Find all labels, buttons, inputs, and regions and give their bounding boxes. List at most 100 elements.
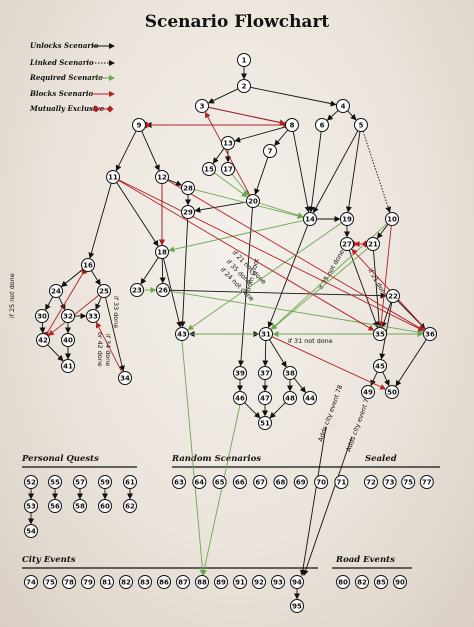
city-event-88-label: 88 [197, 579, 207, 587]
scenario-node-20-label: 20 [248, 198, 258, 206]
personal-quest-53-label: 53 [26, 503, 36, 511]
personal-quest-57-label: 57 [75, 479, 85, 487]
scenario-node-5: 5 [354, 118, 368, 132]
sealed-77: 77 [419, 475, 434, 489]
city-event-93-label: 93 [273, 579, 283, 587]
edge-18-23 [140, 257, 159, 285]
scenario-node-41: 41 [61, 359, 75, 373]
random-scenario-68-label: 68 [276, 479, 286, 487]
road-event-90: 90 [393, 575, 407, 589]
scenario-node-43-label: 43 [177, 331, 187, 339]
edge-22-45 [379, 302, 393, 360]
edge-11-36 [118, 179, 425, 332]
scenario-node-15-label: 15 [204, 166, 214, 174]
edge-9-12 [141, 130, 160, 172]
scenario-node-23-circle [130, 283, 144, 297]
section-title-personal-quests: Personal Quests [21, 454, 99, 464]
scenario-node-3-circle [195, 99, 209, 113]
scenario-node-46-circle [233, 391, 247, 405]
scenario-node-21-circle [366, 237, 380, 251]
city-event-81-circle [100, 575, 114, 589]
scenario-node-13: 13 [221, 136, 235, 150]
scenario-node-25: 25 [97, 284, 111, 298]
random-scenario-69: 69 [293, 475, 308, 489]
edge-12-28 [167, 179, 183, 186]
scenario-node-18-label: 18 [157, 249, 167, 257]
random-scenario-68-circle [273, 475, 288, 489]
scenario-node-31-circle [259, 327, 273, 341]
scenario-node-13-circle [221, 136, 235, 150]
scenario-node-21: 21 [366, 237, 380, 251]
scenario-node-47-label: 47 [260, 395, 270, 403]
scenario-node-9: 9 [132, 118, 146, 132]
city-event-78: 78 [62, 575, 76, 589]
scenario-node-5-label: 5 [359, 122, 364, 130]
scenario-node-18: 18 [155, 245, 169, 259]
city-event-91-circle [233, 575, 247, 589]
random-scenario-66: 66 [232, 475, 247, 489]
road-event-80-circle [336, 575, 350, 589]
scenario-node-33: 33 [86, 309, 100, 323]
city-event-78-label: 78 [64, 579, 74, 587]
scenario-node-49-circle [361, 385, 375, 399]
scenario-node-25-label: 25 [99, 288, 109, 296]
random-scenario-70-circle [314, 475, 329, 489]
city-event-94: 94 [290, 575, 304, 589]
sealed-75-circle [401, 475, 416, 489]
random-scenario-71-label: 71 [337, 479, 347, 487]
city-event-79-label: 79 [83, 579, 93, 587]
scenario-node-50-label: 50 [387, 389, 397, 397]
road-event-82-circle [355, 575, 369, 589]
note-if-35-not-done: if 35 not done [317, 248, 346, 291]
section-title-road-events: Road Events [335, 555, 395, 565]
scenario-node-3-label: 3 [200, 103, 205, 111]
edge-19-43 [187, 222, 342, 331]
personal-quest-59-label: 59 [100, 479, 110, 487]
scenario-node-17-circle [221, 162, 235, 176]
scenario-node-17-label: 17 [223, 166, 233, 174]
scenario-node-9-circle [132, 118, 146, 132]
sealed-77-label: 77 [422, 479, 432, 487]
personal-quest-60-circle [98, 499, 112, 513]
scenario-node-10-label: 10 [387, 216, 397, 224]
city-event-78-circle [62, 575, 76, 589]
edge-14-18 [168, 219, 304, 253]
edge-36-50 [395, 339, 427, 387]
city-event-81: 81 [100, 575, 114, 589]
road-event-80: 80 [336, 575, 350, 589]
edge-15-20 [214, 172, 248, 198]
city-event-86-circle [157, 575, 171, 589]
city-event-82: 82 [119, 575, 133, 589]
scenario-node-16-circle [81, 258, 95, 272]
edge-20-14 [259, 202, 304, 219]
edge-34-33 [95, 321, 123, 373]
scenario-node-26: 26 [156, 283, 170, 297]
scenario-node-34: 34 [118, 371, 132, 385]
scenario-node-33-circle [86, 309, 100, 323]
edge-21-31 [270, 247, 369, 330]
personal-quest-57: 57 [73, 475, 87, 489]
scenario-node-10: 10 [385, 212, 399, 226]
city-event-82-circle [119, 575, 133, 589]
city-event-88: 88 [195, 575, 209, 589]
random-scenario-64-circle [192, 475, 207, 489]
scenario-node-6-label: 6 [320, 122, 325, 130]
scenario-node-51-label: 51 [260, 420, 270, 428]
random-scenario-65: 65 [212, 475, 227, 489]
scenario-node-44: 44 [303, 391, 317, 405]
city-event-75-circle [43, 575, 57, 589]
random-scenario-67-label: 67 [255, 479, 265, 487]
road-event-80-label: 80 [338, 579, 348, 587]
scenario-node-45-label: 45 [375, 363, 385, 371]
scenario-node-26-label: 26 [158, 287, 168, 295]
scenario-node-24-label: 24 [51, 288, 61, 296]
city-event-83-circle [138, 575, 152, 589]
scenario-node-40-circle [61, 333, 75, 347]
personal-quest-56: 56 [48, 499, 62, 513]
scenario-node-12: 12 [155, 170, 169, 184]
personal-quest-60: 60 [98, 499, 112, 513]
edge-9-11 [115, 130, 137, 172]
city-event-82-label: 82 [121, 579, 131, 587]
scenario-node-10-circle [385, 212, 399, 226]
